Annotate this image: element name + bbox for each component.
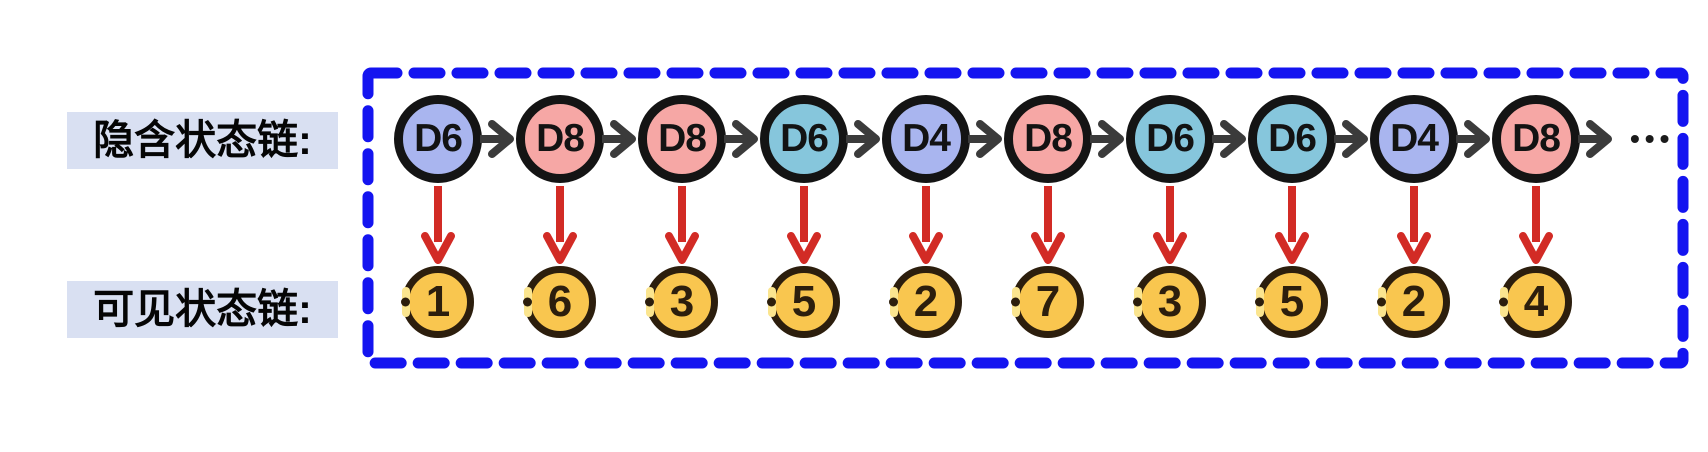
die-label: D8 [1512,117,1561,160]
hidden-state-die-circle: D8 [1492,95,1580,183]
hidden-state-die-circle: D6 [1248,95,1336,183]
transition-arrow-icon [968,120,1002,158]
emission-arrow-icon [1519,186,1553,264]
visible-state-circle: 7 [1011,266,1084,338]
emission-arrow-icon [543,186,577,264]
hidden-state-die-circle: D6 [1126,95,1214,183]
chain-column: D6 5 [742,0,880,452]
emission-arrow-icon [665,186,699,264]
observed-value: 5 [791,277,817,326]
hidden-state-die-circle: D4 [1370,95,1458,183]
transition-arrow-icon [1212,120,1246,158]
observed-value: 1 [425,277,451,326]
coin-notch-dot [1133,297,1142,307]
observed-value: 2 [913,277,939,326]
coin-notch-dot [767,297,776,307]
transition-arrow-icon [724,120,758,158]
observed-value: 5 [1279,277,1305,326]
emission-arrow-icon [1275,186,1309,264]
die-label: D4 [1390,117,1439,160]
chain-column: D8 7 [986,0,1124,452]
die-label: D8 [536,117,585,160]
hidden-state-die-circle: D8 [516,95,604,183]
coin-notch-dot [1377,297,1386,307]
visible-state-circle: 5 [767,266,840,338]
die-label: D8 [658,117,707,160]
chain-continuation-ellipsis: ••• [1630,123,1675,154]
chain-column: D8 4 [1474,0,1612,452]
transition-arrow-icon [1578,120,1612,158]
emission-arrow-icon [1031,186,1065,264]
hidden-state-die-circle: D8 [638,95,726,183]
dashed-border-rect [362,67,1689,369]
die-label: D6 [780,117,829,160]
visible-state-circle: 2 [1377,266,1450,338]
observed-value: 2 [1401,277,1427,326]
observed-value: 3 [1157,277,1183,326]
chain-column: D6 3 [1108,0,1246,452]
coin-notch-dot [1255,297,1264,307]
coin-notch-dot [889,297,898,307]
die-label: D6 [414,117,463,160]
dashed-border-box [362,67,1689,369]
emission-arrow-icon [421,186,455,264]
die-label: D4 [902,117,951,160]
observed-value: 3 [669,277,695,326]
emission-arrow-icon [909,186,943,264]
coin-notch-dot [1499,297,1508,307]
hidden-state-die-circle: D6 [394,95,482,183]
observed-value: 6 [547,277,573,326]
transition-arrow-icon [1334,120,1368,158]
coin-notch-dot [523,297,532,307]
visible-state-circle: 3 [645,266,718,338]
die-label: D8 [1024,117,1073,160]
observed-value: 4 [1523,277,1549,326]
hidden-state-die-circle: D8 [1004,95,1092,183]
visible-state-circle: 1 [401,266,474,338]
observed-value: 7 [1035,277,1061,326]
visible-state-circle: 5 [1255,266,1328,338]
coin-notch-dot [401,297,410,307]
chain-column: D8 3 [620,0,758,452]
visible-chain-label: 可见状态链: [67,281,338,338]
chain-column: D6 1 [376,0,514,452]
hidden-chain-label: 隐含状态链: [67,112,338,169]
chain-column: D4 2 [1352,0,1490,452]
hidden-state-die-circle: D6 [760,95,848,183]
visible-state-circle: 4 [1499,266,1572,338]
transition-arrow-icon [480,120,514,158]
transition-arrow-icon [602,120,636,158]
transition-arrow-icon [1090,120,1124,158]
chain-column: D8 6 [498,0,636,452]
transition-arrow-icon [1456,120,1490,158]
visible-state-circle: 2 [889,266,962,338]
visible-state-circle: 6 [523,266,596,338]
transition-arrow-icon [846,120,880,158]
die-label: D6 [1268,117,1317,160]
chain-column: D6 5 [1230,0,1368,452]
coin-notch-dot [1011,297,1020,307]
hidden-state-die-circle: D4 [882,95,970,183]
chain-column: D4 2 [864,0,1002,452]
die-label: D6 [1146,117,1195,160]
emission-arrow-icon [1153,186,1187,264]
coin-notch-dot [645,297,654,307]
emission-arrow-icon [1397,186,1431,264]
emission-arrow-icon [787,186,821,264]
visible-state-circle: 3 [1133,266,1206,338]
